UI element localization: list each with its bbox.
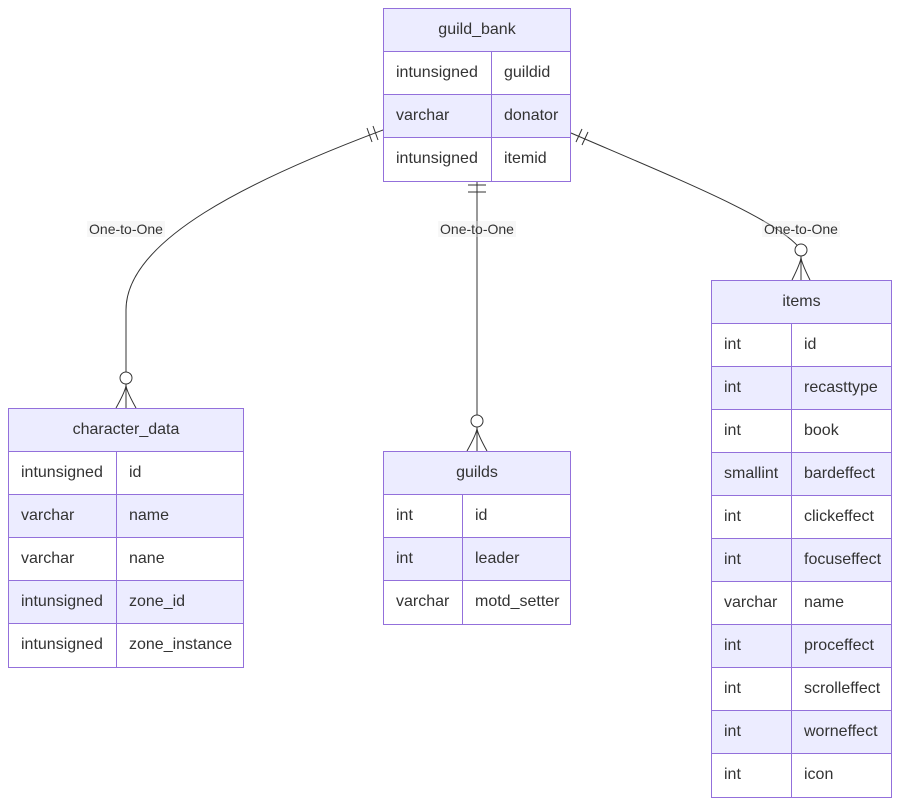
attribute-row: intunsigned id [9, 452, 243, 495]
exactly-one-marker [366, 125, 379, 143]
attribute-type: intunsigned [396, 150, 478, 167]
attribute-row: int icon [712, 754, 891, 797]
attribute-name: zone_id [116, 581, 243, 623]
entity-title: guilds [384, 452, 570, 495]
attribute-type: int [724, 680, 741, 697]
attribute-row: intunsigned zone_instance [9, 624, 243, 667]
attribute-name: recasttype [791, 367, 891, 409]
entity-guild-bank[interactable]: guild_bank intunsigned guildid varchar d… [383, 8, 571, 182]
attribute-type: int [396, 550, 413, 567]
attribute-type: int [724, 379, 741, 396]
attribute-type: int [724, 508, 741, 525]
attribute-type: varchar [396, 593, 450, 610]
attribute-type: int [724, 551, 741, 568]
exactly-one-marker [575, 128, 589, 146]
attribute-type: intunsigned [396, 64, 478, 81]
attribute-type: intunsigned [21, 464, 103, 481]
attribute-name: leader [462, 538, 570, 580]
attribute-row: int book [712, 410, 891, 453]
attribute-type: varchar [724, 594, 778, 611]
attribute-row: intunsigned zone_id [9, 581, 243, 624]
attribute-row: int focuseffect [712, 539, 891, 582]
attribute-name: bardeffect [791, 453, 891, 495]
entity-title: character_data [9, 409, 243, 452]
attribute-name: book [791, 410, 891, 452]
attribute-type: int [724, 336, 741, 353]
entity-items[interactable]: items int id int recasttype int book sma… [711, 280, 892, 798]
attribute-type: int [396, 507, 413, 524]
attribute-row: varchar name [9, 495, 243, 538]
attribute-name: scrolleffect [791, 668, 891, 710]
attribute-name: id [116, 452, 243, 494]
attribute-name: zone_instance [116, 624, 243, 667]
attribute-row: int recasttype [712, 367, 891, 410]
attribute-row: int proceffect [712, 625, 891, 668]
attribute-type: intunsigned [21, 636, 103, 653]
relationship-label: One-to-One [438, 221, 516, 237]
attribute-row: varchar donator [384, 95, 570, 138]
relationship-label: One-to-One [762, 221, 840, 237]
attribute-name: name [116, 495, 243, 537]
attribute-type: int [724, 723, 741, 740]
attribute-row: int clickeffect [712, 496, 891, 539]
attribute-name: proceffect [791, 625, 891, 667]
attribute-row: varchar motd_setter [384, 581, 570, 624]
edge-guild-bank-character-data [125, 129, 384, 408]
attribute-row: int id [384, 495, 570, 538]
attribute-name: clickeffect [791, 496, 891, 538]
attribute-name: id [462, 495, 570, 537]
attribute-row: int id [712, 324, 891, 367]
attribute-type: varchar [21, 550, 75, 567]
entity-title: guild_bank [384, 9, 570, 52]
entity-title: items [712, 281, 891, 324]
attribute-type: int [724, 637, 741, 654]
attribute-row: int scrolleffect [712, 668, 891, 711]
attribute-row: smallint bardeffect [712, 453, 891, 496]
attribute-name: focuseffect [791, 539, 891, 581]
attribute-name: motd_setter [462, 581, 570, 624]
attribute-name: worneffect [791, 711, 891, 753]
attribute-row: intunsigned guildid [384, 52, 570, 95]
attribute-row: varchar name [712, 582, 891, 625]
attribute-type: int [724, 422, 741, 439]
edge-guild-bank-items [570, 132, 802, 280]
entity-character-data[interactable]: character_data intunsigned id varchar na… [8, 408, 244, 668]
attribute-name: donator [491, 95, 570, 137]
attribute-name: icon [791, 754, 891, 797]
relationship-label: One-to-One [87, 221, 165, 237]
attribute-row: intunsigned itemid [384, 138, 570, 181]
attribute-name: guildid [491, 52, 570, 94]
attribute-name: nane [116, 538, 243, 580]
attribute-name: name [791, 582, 891, 624]
attribute-row: int worneffect [712, 711, 891, 754]
exactly-one-marker [468, 184, 486, 193]
zero-or-many-marker [115, 371, 137, 409]
entity-guilds[interactable]: guilds int id int leader varchar motd_se… [383, 451, 571, 625]
attribute-name: itemid [491, 138, 570, 181]
attribute-type: int [724, 766, 741, 783]
attribute-row: varchar nane [9, 538, 243, 581]
attribute-row: int leader [384, 538, 570, 581]
attribute-type: varchar [21, 507, 75, 524]
attribute-name: id [791, 324, 891, 366]
attribute-type: intunsigned [21, 593, 103, 610]
zero-or-many-marker [791, 243, 811, 281]
zero-or-many-marker [466, 414, 488, 452]
attribute-type: smallint [724, 465, 779, 482]
attribute-type: varchar [396, 107, 450, 124]
